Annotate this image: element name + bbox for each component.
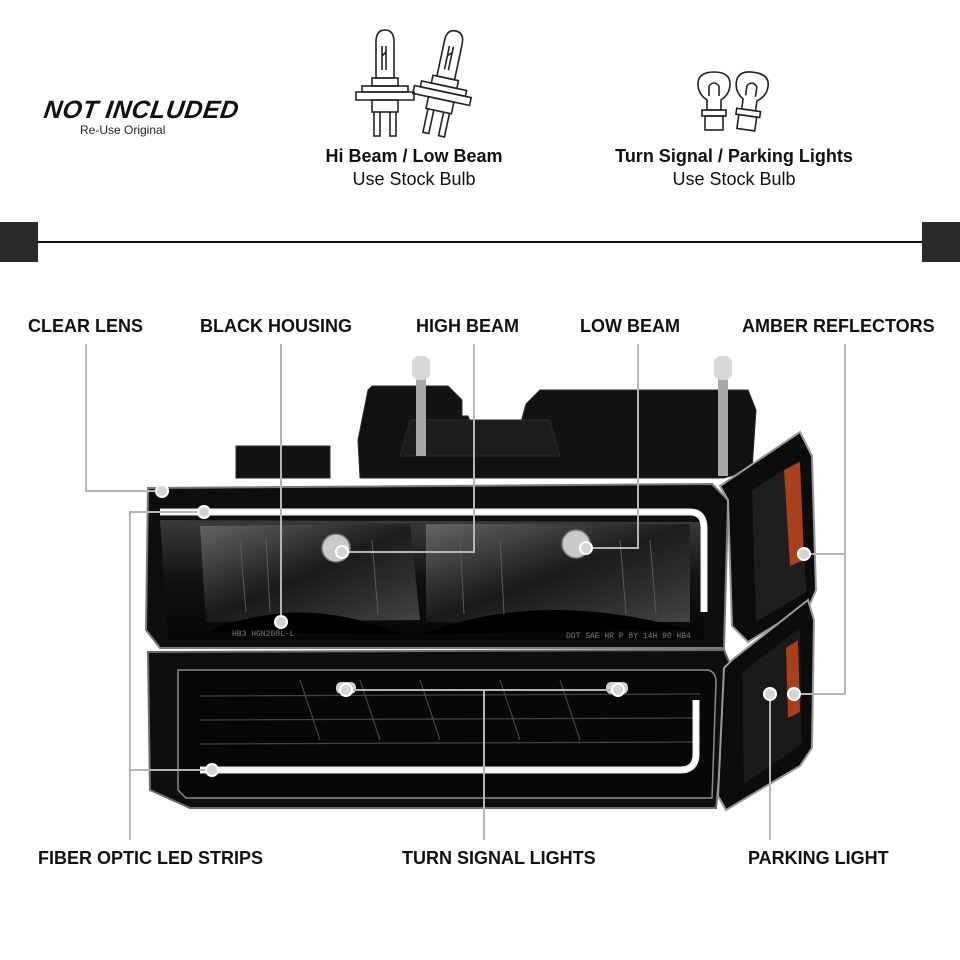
callout-lines (85, 344, 846, 840)
black-housing-rear (235, 385, 757, 479)
high-beam-label: HIGH BEAM (416, 316, 519, 336)
turn-signal-unit (146, 648, 732, 809)
parking-light-label: PARKING LIGHT (748, 848, 889, 868)
corner-light-lower (716, 598, 816, 812)
turn-signal-label: TURN SIGNAL LIGHTS (402, 848, 596, 868)
fiber-optic-led-label: FIBER OPTIC LED STRIPS (38, 848, 264, 868)
headlight-bulb-title: Hi Beam / Low Beam (325, 146, 503, 166)
callout-dots (155, 484, 811, 777)
headlight-bulb-subtitle: Use Stock Bulb (352, 169, 476, 189)
turn-parking-bulb-title: Turn Signal / Parking Lights (615, 146, 853, 166)
headlight-unit (144, 482, 730, 649)
amber-reflectors-label: AMBER REFLECTORS (742, 316, 935, 336)
turn-parking-bulb-subtitle: Use Stock Bulb (672, 169, 796, 189)
low-beam-label: LOW BEAM (580, 316, 680, 336)
corner-light-upper (718, 430, 818, 644)
divider-cap-left (0, 222, 38, 262)
adjuster-rods (412, 356, 732, 476)
clear-lens-label: CLEAR LENS (28, 316, 144, 336)
lens-marking-right: DOT SAE HR P 8Y 14H 90 HB4 (566, 632, 691, 641)
section-divider (37, 241, 923, 243)
lens-marking-left: HB3 HGN200L-L (232, 630, 295, 639)
divider-cap-right (922, 222, 960, 262)
reuse-original-note: Re-Use Original (80, 123, 166, 137)
black-housing-label: BLACK HOUSING (200, 316, 352, 336)
